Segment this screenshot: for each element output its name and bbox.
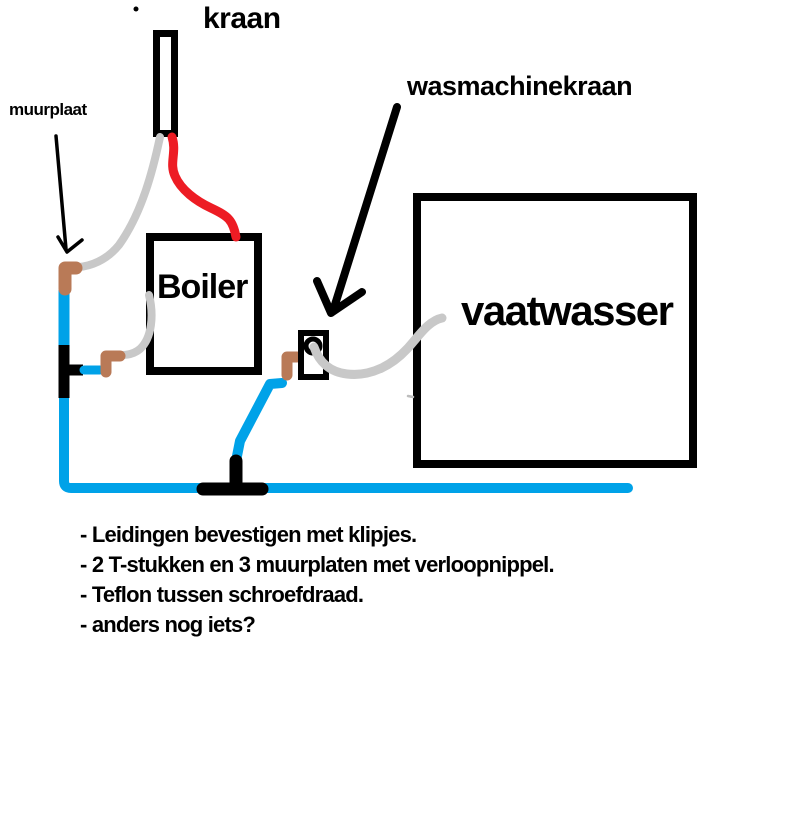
notes-list: - Leidingen bevestigen met klipjes. - 2 …	[80, 520, 555, 640]
wasmachinekraan-label: wasmachinekraan	[407, 71, 633, 101]
note-line: - anders nog iets?	[80, 612, 256, 637]
cold-pipe-riser-diagonal	[231, 378, 287, 466]
tee-fitting-bottom	[196, 454, 269, 496]
stray-mark	[406, 394, 415, 399]
kraan-tap-outline	[153, 30, 178, 137]
muurplaat-arrow	[54, 134, 84, 254]
wasmachinekraan-arrow	[313, 103, 401, 317]
note-line: - Leidingen bevestigen met klipjes.	[80, 522, 417, 547]
middle-wallplate-elbow	[100, 350, 126, 378]
flex-hose-tap-to-wallplate	[75, 133, 164, 271]
vaatwasser-label: vaatwasser	[461, 287, 674, 334]
vaatwasser-box	[413, 193, 697, 468]
boiler-label: Boiler	[157, 268, 248, 306]
left-wallplate-elbow	[58, 261, 83, 296]
muurplaat-label: muurplaat	[9, 100, 87, 119]
cold-pipe-main-run	[59, 391, 633, 493]
flex-hose-boiler-to-wallplate	[118, 291, 156, 359]
note-line: - Teflon tussen schroefdraad.	[80, 582, 364, 607]
flex-hose-valve-to-dishwasher	[309, 313, 447, 379]
note-line: - 2 T-stukken en 3 muurplaten met verloo…	[80, 552, 555, 577]
valve-wallplate-elbow	[281, 351, 303, 381]
ink-dot	[133, 6, 139, 12]
hot-pipe-tap-to-boiler	[167, 132, 241, 242]
kraan-label: kraan	[203, 2, 281, 35]
